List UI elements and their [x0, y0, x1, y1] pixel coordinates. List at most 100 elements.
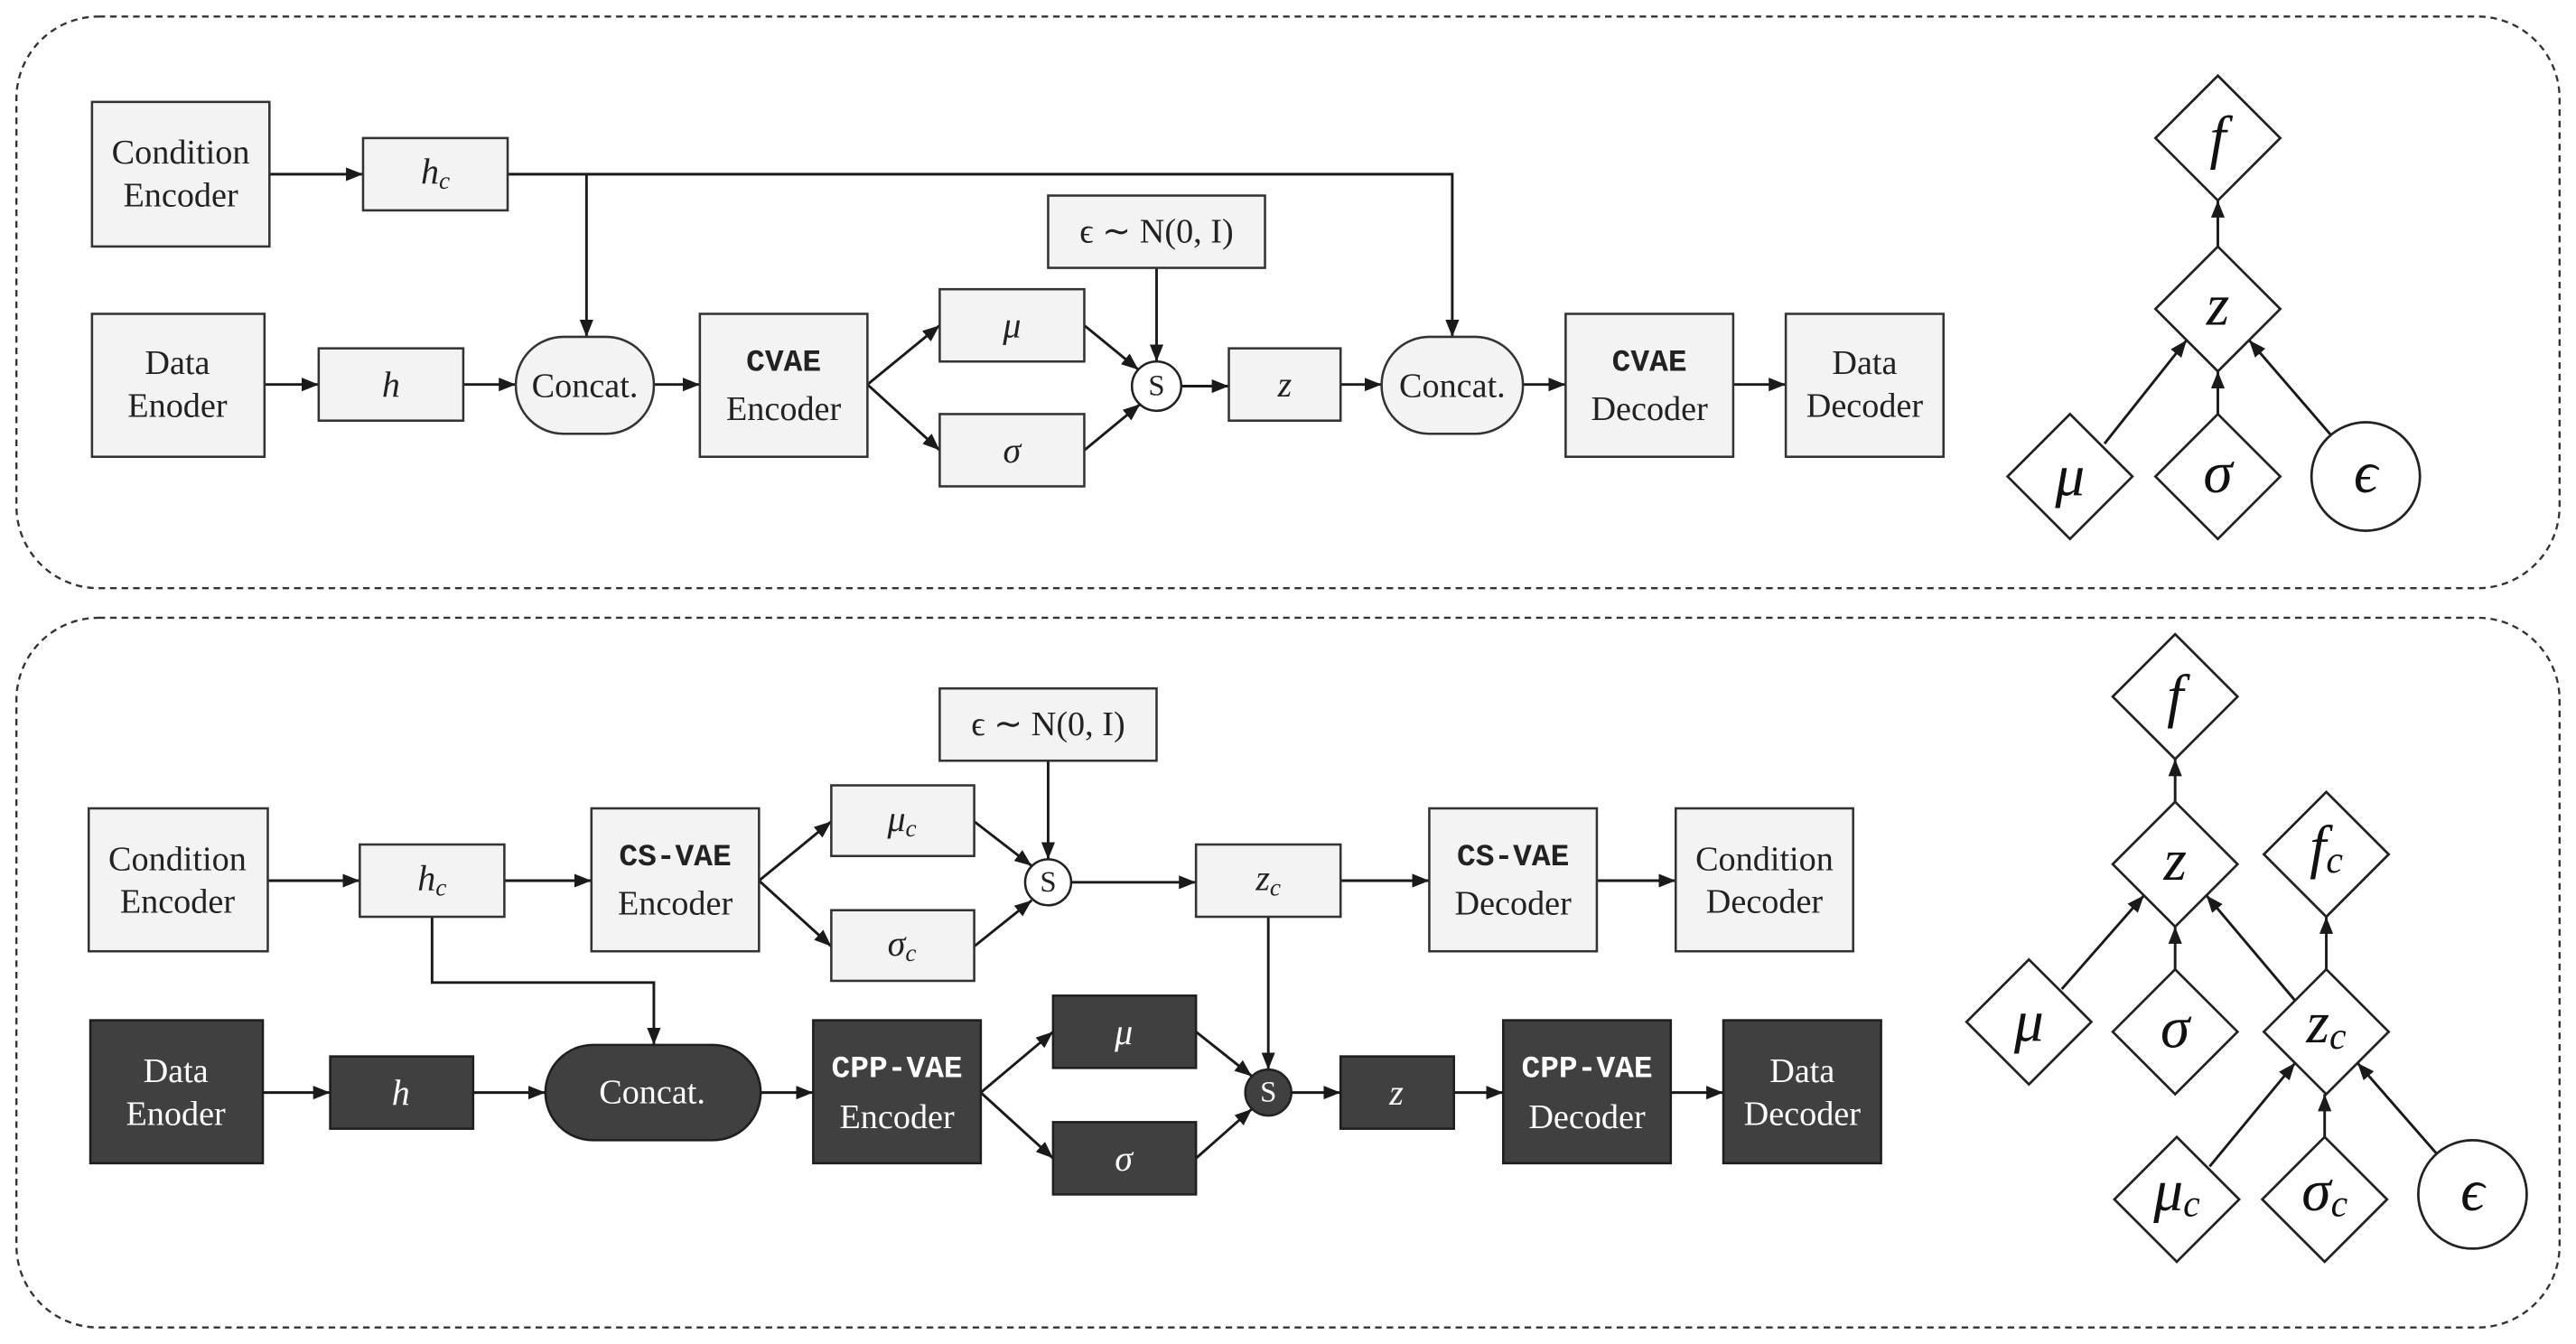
b-condition-encoder-line1: Condition	[108, 840, 247, 878]
cvae-decoder-box: CVAE Decoder	[1564, 313, 1735, 459]
sigma-c-base: σ	[888, 923, 907, 964]
data-decoder-box: Data Decoder	[1784, 313, 1946, 459]
arrow-hc-to-concat-right	[508, 173, 1460, 337]
b-graph-sigma-c-label: σc	[2301, 1159, 2347, 1226]
b-h-rect	[329, 1055, 475, 1130]
b-graph-zc-base: z	[2305, 991, 2329, 1056]
cpp-vae-decoder-rect	[1501, 1019, 1673, 1165]
cs-vae-encoder-line1: CS-VAE	[619, 840, 731, 875]
cs-vae-encoder-line2: Encoder	[618, 884, 733, 922]
concat-right-node: Concat.	[1380, 335, 1525, 435]
cpp-vae-decoder-line2: Decoder	[1528, 1098, 1646, 1136]
data-enoder-line1: Data	[145, 344, 210, 382]
b-graph-sigma-c-diamond	[2260, 1134, 2389, 1264]
cpp-vae-decoder-line1: CPP-VAE	[1521, 1052, 1652, 1087]
cvae-encoder-rect	[698, 313, 869, 459]
h-label: h	[382, 364, 400, 405]
b-h-label: h	[392, 1072, 410, 1113]
arrow-b-cpp-encoder-to-mu	[979, 1031, 1054, 1094]
z-label: z	[1277, 364, 1293, 405]
cvae-decoder-line2: Decoder	[1591, 390, 1708, 428]
mu-c-box: μc	[830, 784, 975, 857]
data-enoder-line2: Enoder	[127, 387, 228, 425]
condition-encoder-box: Condition Encoder	[90, 100, 271, 248]
arrow-b-mu-to-sampler	[1195, 1031, 1253, 1078]
b-hc-base: h	[417, 857, 435, 898]
zc-label: zc	[1255, 857, 1281, 901]
data-decoder-line2: Decoder	[1806, 387, 1924, 425]
cpp-vae-encoder-line2: Encoder	[839, 1098, 955, 1136]
mu-c-base: μ	[886, 798, 905, 838]
b-graph-arrow-mu-to-z	[2060, 894, 2145, 991]
arrow-mu-to-sampler	[1083, 324, 1140, 371]
data-enoder-rect	[90, 313, 266, 459]
condition-sampler-label: S	[1040, 866, 1056, 899]
b-z-box: z	[1339, 1055, 1455, 1130]
concat-right-label: Concat.	[1399, 368, 1506, 406]
arrow-encoder-to-sigma	[866, 383, 941, 452]
hc-base: h	[421, 151, 439, 191]
graph-z-diamond	[2153, 244, 2282, 374]
mu-c-label: μc	[886, 798, 916, 841]
b-graph-zc-sub: c	[2329, 1016, 2347, 1058]
b-condition-encoder-rect	[87, 807, 269, 953]
b-graph-sigma-c-base: σ	[2301, 1159, 2333, 1224]
condition-encoder-line2: Encoder	[123, 177, 238, 215]
b-graph-z-label: z	[2162, 828, 2186, 893]
b-graph-sigma-c-sub: c	[2331, 1183, 2348, 1225]
condition-decoder-box: Condition Decoder	[1674, 807, 1854, 953]
b-data-enoder-line2: Enoder	[126, 1095, 226, 1133]
arrow-b-cs-encoder-to-mu-c	[758, 820, 833, 882]
sigma-box: σ	[938, 413, 1086, 488]
b-data-enoder-box: Data Enoder	[89, 1019, 265, 1165]
b-hc-rect	[359, 843, 506, 919]
arrow-b-cpp-encoder-to-sigma	[979, 1091, 1054, 1160]
concat-left-node: Concat.	[514, 335, 656, 435]
b-condition-encoder-box: Condition Encoder	[87, 807, 269, 953]
mu-c-sub: c	[906, 815, 917, 842]
mu-c-rect	[830, 784, 975, 857]
b-sigma-label: σ	[1115, 1138, 1134, 1179]
b-graph-zc-label: zc	[2305, 991, 2346, 1058]
b-z-rect	[1339, 1055, 1455, 1130]
cvae-encoder-line1: CVAE	[746, 346, 821, 381]
zc-sub: c	[1270, 873, 1281, 901]
graph-epsilon-circle	[2310, 421, 2422, 532]
b-condition-encoder-line2: Encoder	[120, 883, 236, 921]
b-mu-box: μ	[1051, 994, 1198, 1069]
condition-decoder-line1: Condition	[1695, 840, 1834, 878]
b-sigma-box: σ	[1051, 1121, 1198, 1196]
graph-mu-diamond	[2005, 412, 2134, 541]
condition-encoder-rect	[90, 100, 271, 248]
sigma-c-label: σc	[888, 923, 917, 966]
zc-rect	[1194, 843, 1342, 919]
b-concat-rect	[544, 1043, 762, 1142]
b-graph-mu-c-sub: c	[2183, 1183, 2200, 1225]
cs-vae-encoder-rect	[590, 807, 761, 953]
b-concat-node: Concat.	[544, 1043, 762, 1142]
b-data-decoder-box: Data Decoder	[1722, 1019, 1882, 1165]
top-panel-border	[15, 15, 2561, 590]
b-graph-arrow-mu-c-to-zc	[2208, 1061, 2297, 1168]
b-graph-fc-diamond	[2262, 789, 2391, 919]
cvae-decoder-rect	[1564, 313, 1735, 459]
b-hc-sub: c	[435, 873, 446, 901]
b-h-box: h	[329, 1055, 475, 1130]
h-rect	[317, 347, 465, 422]
noise-rect	[1047, 194, 1266, 269]
sigma-rect	[938, 413, 1086, 488]
b-graph-zc-diamond	[2262, 967, 2391, 1097]
b-graph-arrow-epsilon-to-zc	[2356, 1061, 2438, 1154]
cs-vae-decoder-rect	[1428, 807, 1599, 953]
cpp-vae-decoder-box: CPP-VAE Decoder	[1501, 1019, 1673, 1165]
cvae-encoder-box: CVAE Encoder	[698, 313, 869, 459]
b-data-enoder-line1: Data	[144, 1052, 209, 1090]
mu-rect	[938, 287, 1086, 363]
b-graph-mu-c-base: μ	[2152, 1159, 2183, 1224]
cvae-decoder-line1: CVAE	[1612, 346, 1687, 381]
cs-vae-decoder-line2: Decoder	[1455, 884, 1573, 922]
b-sigma-rect	[1051, 1121, 1198, 1196]
mu-label: μ	[1002, 305, 1021, 346]
hc-label: hc	[421, 151, 450, 194]
